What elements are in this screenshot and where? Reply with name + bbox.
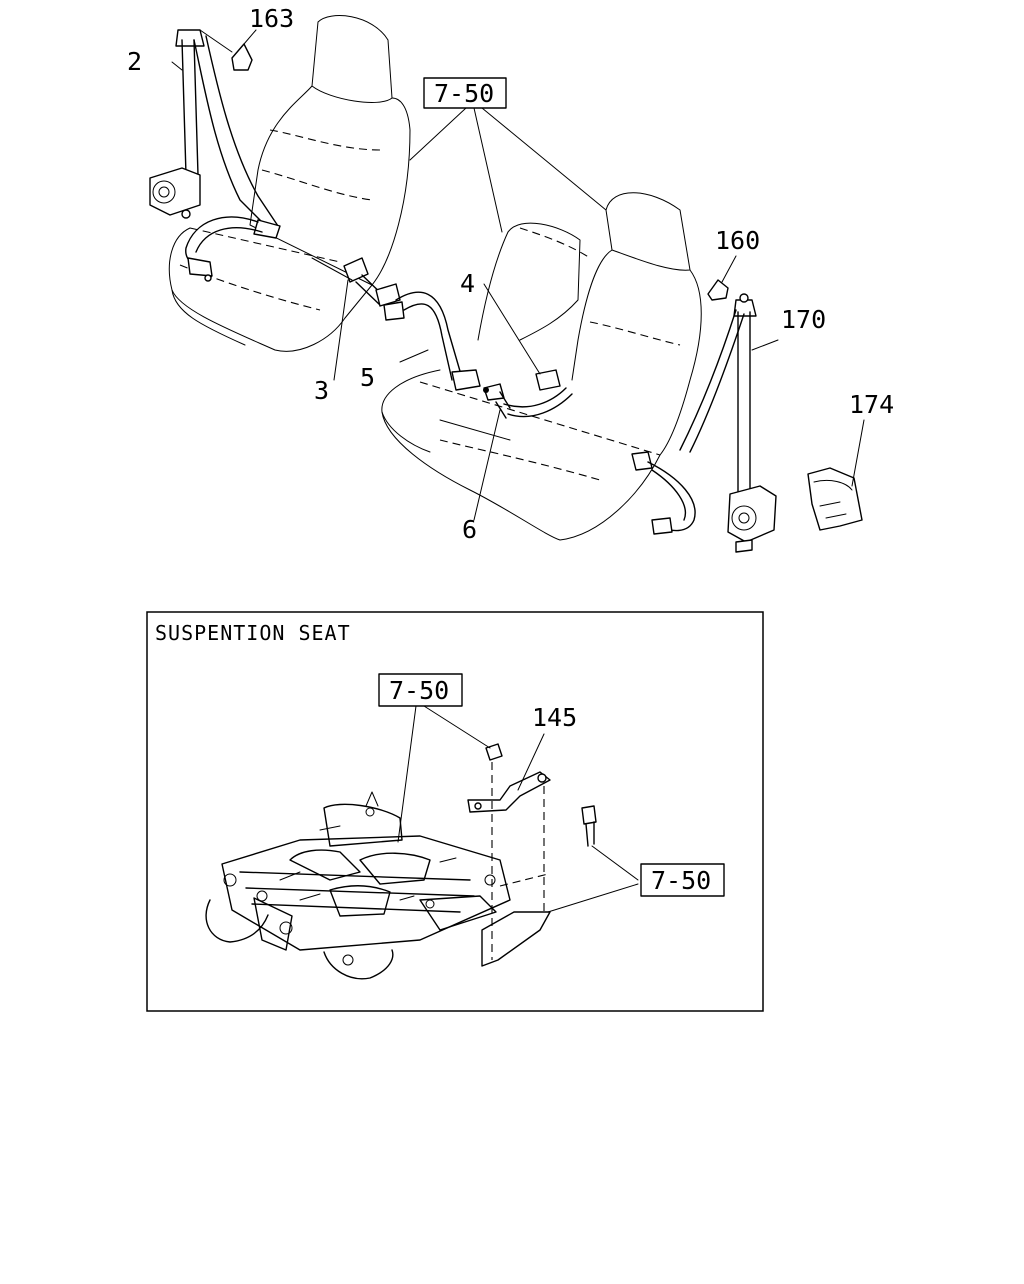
- reference-label-inset-right: 7-50: [651, 866, 711, 895]
- passenger-seat-belt-drawing: [631, 293, 777, 553]
- part-label-174: 174: [849, 390, 894, 419]
- center-belt-drawing: [395, 291, 573, 419]
- part-label-5: 5: [360, 363, 375, 392]
- leader-lines-upper: [171, 29, 865, 521]
- leader-lines-inset: [397, 705, 639, 913]
- part-label-2: 2: [127, 47, 142, 76]
- part-label-170: 170: [781, 305, 826, 334]
- part-160-cover: [707, 279, 729, 301]
- part-163-cover: [231, 43, 253, 71]
- inset-lower-plate: [481, 911, 551, 967]
- part-label-160: 160: [715, 226, 760, 255]
- suspension-base-drawing: [205, 791, 511, 980]
- inset-bolt: [581, 805, 597, 847]
- driver-seat-drawing: [168, 15, 411, 352]
- part-label-163: 163: [249, 4, 294, 33]
- inset-title: SUSPENTION SEAT: [155, 621, 351, 645]
- center-buckle-drawing: [343, 257, 405, 321]
- reference-label-top: 7-50: [434, 79, 494, 108]
- part-145-bracket: [467, 743, 551, 813]
- suspension-seat-inset: SUSPENTION SEAT: [146, 611, 764, 1012]
- part-174-cover: [807, 467, 863, 531]
- passenger-seat-drawing: [381, 192, 702, 541]
- reference-box-top: [423, 77, 507, 109]
- inset-frame: [146, 611, 764, 1012]
- upper-seat-belt-diagram: 7-50 163 2 160 4 170 3 5 174 6: [127, 4, 894, 553]
- reference-box-inset-right: [640, 863, 725, 897]
- part-label-145: 145: [532, 703, 577, 732]
- part-label-3: 3: [314, 376, 329, 405]
- driver-seat-belt-drawing: [149, 29, 281, 282]
- mounting-dash-lines: [491, 762, 549, 960]
- part-label-4: 4: [460, 269, 475, 298]
- reference-box-inset-left: [378, 673, 463, 707]
- reference-label-inset-left: 7-50: [389, 676, 449, 705]
- part-label-6: 6: [462, 515, 477, 544]
